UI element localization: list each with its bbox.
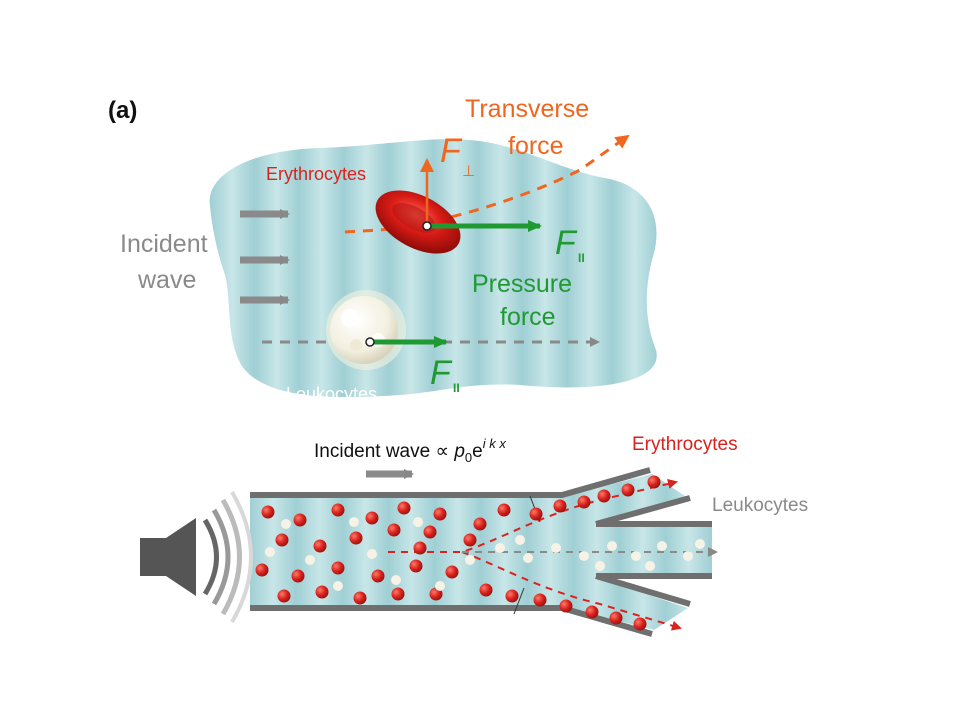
erythrocyte-particle (387, 523, 401, 537)
erythrocyte-particle (277, 589, 291, 603)
erythrocyte-particle (315, 585, 329, 599)
erythrocyte-particle (331, 503, 345, 517)
pressure-label-line1: Pressure (472, 270, 572, 298)
leukocyte-particle (695, 539, 705, 549)
f-par-symbol-rbc: F (555, 224, 578, 262)
transverse-label-line1: Transverse (465, 95, 589, 123)
erythrocyte-particle (529, 507, 543, 521)
leukocyte-particle (683, 551, 693, 561)
erythrocyte-particle (553, 499, 567, 513)
erythrocyte-particle (621, 483, 635, 497)
erythrocyte-particle (349, 531, 363, 545)
leukocyte-particle (465, 555, 475, 565)
erythrocyte-particle (391, 587, 405, 601)
erythrocyte-particle (445, 565, 459, 579)
erythrocyte-particle (397, 501, 411, 515)
incident-label-line1: Incident (120, 230, 208, 258)
incident-wave-label: Incident wave ∝ p0ei k x (314, 436, 506, 465)
transverse-label-line2: force (508, 132, 564, 160)
leukocyte-particle (333, 581, 343, 591)
sound-waves (202, 490, 253, 624)
erythrocyte-particle (423, 525, 437, 539)
erythrocyte-particle (497, 503, 511, 517)
leukocyte-particle (305, 555, 315, 565)
erythrocyte-particle (609, 611, 623, 625)
erythrocyte-particle (353, 591, 367, 605)
leukocyte-particle (495, 543, 505, 553)
leukocyte-cell (326, 290, 406, 370)
erythrocyte-particle (275, 533, 289, 547)
incident-arrows (240, 209, 290, 305)
speaker-icon (140, 518, 196, 596)
rbc-center-dot (422, 221, 432, 231)
leukocyte-particle (579, 551, 589, 561)
erythrocyte-particle (505, 589, 519, 603)
leukocytes-label-bottom: Leukocytes (712, 495, 808, 516)
f-perp-symbol: F (440, 132, 463, 170)
leukocyte-particle (367, 549, 377, 559)
leukocyte-particle (657, 541, 667, 551)
leukocyte-particle (595, 561, 605, 571)
incident-label-line2: wave (137, 266, 196, 294)
erythrocyte-particle (433, 507, 447, 521)
panel-label: (a) (108, 97, 137, 124)
erythrocyte-particle (577, 495, 591, 509)
erythrocyte-particle (371, 569, 385, 583)
erythrocyte-particle (559, 599, 573, 613)
channel-walls (250, 467, 712, 637)
leukocyte-particle (281, 519, 291, 529)
erythrocyte-particle (473, 517, 487, 531)
f-par-subscript-wbc: II (453, 381, 460, 395)
erythrocyte-particle (597, 489, 611, 503)
erythrocytes-label-top: Erythrocytes (266, 164, 366, 184)
erythrocyte-particle (533, 593, 547, 607)
leukocyte-particle (523, 553, 533, 563)
erythrocyte-particle (409, 559, 423, 573)
erythrocyte-particle (293, 513, 307, 527)
leukocyte-particle (551, 543, 561, 553)
erythrocyte-particle (255, 563, 269, 577)
erythrocyte-particle (261, 505, 275, 519)
f-par-symbol-wbc: F (430, 354, 453, 392)
erythrocyte-particle (463, 533, 477, 547)
leukocyte-particle (607, 541, 617, 551)
leukocytes-label-top: Leukocytes (286, 384, 377, 404)
erythrocyte-particle (633, 617, 647, 631)
f-perp-subscript: ⊥ (462, 163, 475, 180)
pressure-label-line2: force (500, 303, 556, 331)
leukocyte-particle (349, 517, 359, 527)
erythrocyte-particle (413, 541, 427, 555)
erythrocyte-particle (331, 561, 345, 575)
fluid-region (209, 139, 657, 398)
leukocyte-particle (435, 581, 445, 591)
erythrocyte-particle (585, 605, 599, 619)
leukocyte-particle (645, 561, 655, 571)
erythrocyte-particle (291, 569, 305, 583)
leukocyte-particle (631, 551, 641, 561)
erythrocyte-particle (313, 539, 327, 553)
leukocyte-particle (265, 547, 275, 557)
erythrocyte-particle (479, 583, 493, 597)
erythrocyte-particle (365, 511, 379, 525)
leukocyte-particle (515, 535, 525, 545)
erythrocytes-label-bottom: Erythrocytes (632, 434, 738, 455)
f-par-subscript-rbc: II (578, 251, 585, 265)
wbc-center-dot (365, 337, 375, 347)
channel-cells (255, 475, 705, 631)
erythrocyte-particle (647, 475, 661, 489)
leukocyte-particle (391, 575, 401, 585)
leukocyte-particle (413, 517, 423, 527)
separation-marker-bottom (513, 587, 525, 615)
